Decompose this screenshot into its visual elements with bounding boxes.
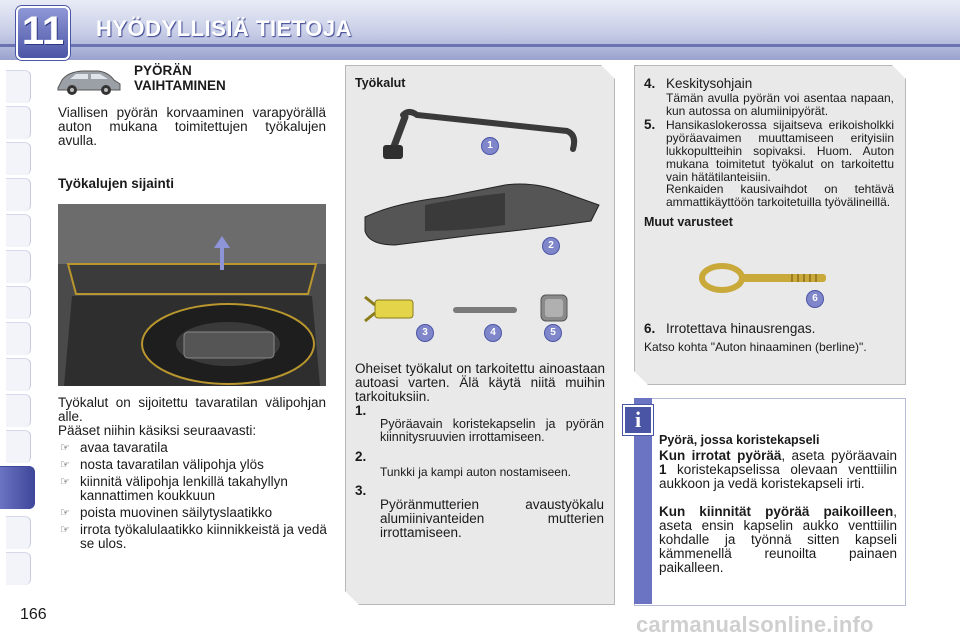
- tools-illustration: [364, 109, 600, 323]
- info-paragraph-2: Kun kiinnität pyörää paikoilleen, aseta …: [659, 504, 897, 575]
- intro-text: Viallisen pyörän korvaaminen varapyöräll…: [58, 105, 326, 148]
- accessories-panel: [634, 65, 906, 385]
- tools-panel: [345, 65, 615, 605]
- tools-title: Työkalut: [355, 76, 406, 90]
- chapter-number: 11: [21, 9, 65, 53]
- callout-2: 2: [542, 237, 560, 255]
- side-tab[interactable]: [6, 286, 31, 319]
- item-6-number: 6.: [644, 321, 656, 336]
- list-item: ☞avaa tavaratila: [60, 440, 168, 455]
- side-tab[interactable]: [6, 70, 31, 103]
- callout-1: 1: [481, 137, 499, 155]
- chapter-tab: [16, 6, 70, 60]
- other-equipment-heading: Muut varusteet: [644, 215, 733, 229]
- item-6-reference: Katso kohta "Auton hinaaminen (berline)"…: [644, 340, 867, 354]
- page-number: 166: [20, 606, 47, 623]
- location-text-2: Pääset niihin käsiksi seuraavasti:: [58, 423, 257, 438]
- side-tab[interactable]: [6, 552, 31, 585]
- page-header: [0, 0, 960, 60]
- list-item: ☞nosta tavaratilan välipohja ylös: [60, 457, 264, 472]
- item-5-number: 5.: [644, 117, 656, 132]
- side-tab[interactable]: [6, 178, 31, 211]
- info-title: Pyörä, jossa koristekapseli: [659, 433, 820, 447]
- tools-description: Oheiset työkalut on tarkoitettu ainoasta…: [355, 361, 605, 404]
- location-text-1: Työkalut on sijoitettu tavaratilan välip…: [58, 395, 326, 424]
- tool-1-text: Pyöräavain koristekapselin ja pyörän kii…: [380, 417, 604, 444]
- header-rule: [0, 44, 960, 47]
- hand-pointer-icon: ☞: [60, 507, 70, 519]
- list-item: ☞kiinnitä välipohja lenkillä takahyllyn …: [60, 474, 288, 503]
- list-item: ☞poista muovinen säilytyslaatikko: [60, 505, 273, 520]
- side-tab[interactable]: [6, 214, 31, 247]
- hand-pointer-icon: ☞: [60, 476, 70, 488]
- callout-6: 6: [806, 290, 824, 308]
- tool-3-text: Pyöränmutterien avaustyökalu alumiinivan…: [380, 497, 604, 540]
- item-4-number: 4.: [644, 76, 656, 91]
- location-heading: Työkalujen sijainti: [58, 176, 175, 191]
- side-tab[interactable]: [6, 394, 31, 427]
- list-item: ☞irrota työkalulaatikko kiinnikkeistä ja…: [60, 522, 327, 551]
- hand-pointer-icon: ☞: [60, 459, 70, 471]
- side-tab[interactable]: [6, 142, 31, 175]
- towing-eye-illustration: [699, 263, 826, 293]
- item-5-text: Hansikaslokerossa sijaitseva erikoisholk…: [666, 118, 894, 184]
- side-tab-strip: [0, 70, 35, 585]
- side-tab[interactable]: [6, 322, 31, 355]
- info-paragraph-1: Kun irrotat pyörää, aseta pyöräavain 1 k…: [659, 448, 897, 491]
- side-tab[interactable]: [6, 430, 31, 463]
- item-5-note: Renkaiden kausivaihdot on tehtävä ammatt…: [666, 182, 894, 209]
- callout-3: 3: [416, 324, 434, 342]
- callout-4: 4: [484, 324, 502, 342]
- watermark: carmanualsonline.info: [636, 612, 874, 637]
- info-box-bar: [634, 398, 652, 604]
- section-title-line1: PYÖRÄN: [134, 63, 192, 78]
- item-4-title: Keskitysohjain: [666, 76, 753, 91]
- callout-5: 5: [544, 324, 562, 342]
- hand-pointer-icon: ☞: [60, 524, 70, 536]
- trunk-illustration: [58, 204, 326, 386]
- side-tab[interactable]: [6, 516, 31, 549]
- tool-3-number: 3.: [355, 483, 367, 498]
- item-4-text: Tämän avulla pyörän voi asentaa napaan, …: [666, 91, 894, 118]
- item-6-text: Irrotettava hinausrengas.: [666, 321, 816, 336]
- chapter-title: HYÖDYLLISIÄ TIETOJA: [96, 16, 353, 41]
- side-tab[interactable]: [6, 106, 31, 139]
- steps-list: ☞avaa tavaratila ☞nosta tavaratilan väli…: [58, 441, 328, 551]
- side-tab-active[interactable]: [0, 466, 35, 509]
- car-icon: [57, 70, 121, 95]
- info-icon: i: [623, 405, 653, 435]
- tool-2-number: 2.: [355, 449, 367, 464]
- section-title-line2: VAIHTAMINEN: [134, 78, 226, 93]
- side-tab[interactable]: [6, 358, 31, 391]
- hand-pointer-icon: ☞: [60, 442, 70, 454]
- side-tab[interactable]: [6, 250, 31, 283]
- tool-2-text: Tunkki ja kampi auton nostamiseen.: [380, 465, 571, 479]
- tool-1-number: 1.: [355, 403, 367, 418]
